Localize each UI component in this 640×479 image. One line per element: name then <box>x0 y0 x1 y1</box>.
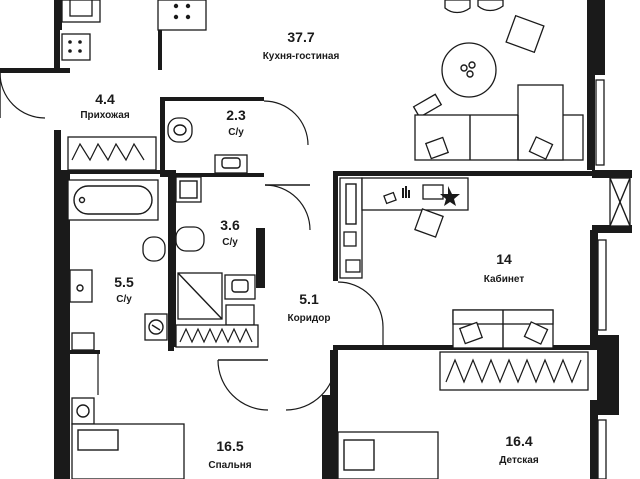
svg-text:Детская: Детская <box>499 455 539 466</box>
windows <box>595 79 631 479</box>
svg-text:Кухня-гостиная: Кухня-гостиная <box>263 51 340 62</box>
toilet-2-3 <box>167 100 309 174</box>
cabinet-furniture <box>339 177 554 349</box>
svg-text:Кабинет: Кабинет <box>484 273 525 285</box>
svg-text:5.5: 5.5 <box>114 274 134 290</box>
kitchen-furniture <box>61 0 584 161</box>
room-label-corridor: 5.1 Коридор <box>287 291 330 324</box>
room-label-children: 16.4 Детская <box>499 433 539 466</box>
bedroom-furniture <box>71 397 439 479</box>
room-label-bathroom-3-6: 3.6 С/у <box>220 217 240 248</box>
room-label-bathroom-5-5: 5.5 С/у <box>114 274 134 305</box>
svg-text:Прихожая: Прихожая <box>80 110 130 121</box>
svg-text:16.5: 16.5 <box>216 438 243 454</box>
room-label-bedroom: 16.5 Спальня <box>208 438 251 471</box>
svg-text:С/у: С/у <box>222 237 238 248</box>
svg-text:37.7: 37.7 <box>287 29 314 45</box>
svg-text:Коридор: Коридор <box>287 313 330 324</box>
svg-text:С/у: С/у <box>228 127 244 138</box>
svg-text:Спальня: Спальня <box>208 460 251 471</box>
room-labels: 37.7 Кухня-гостиная 4.4 Прихожая 2.3 С/у… <box>80 29 539 471</box>
svg-text:2.3: 2.3 <box>226 107 246 123</box>
svg-text:С/у: С/у <box>116 294 132 305</box>
room-label-hallway: 4.4 Прихожая <box>80 91 130 121</box>
room-label-kitchen-living: 37.7 Кухня-гостиная <box>263 29 340 62</box>
bath-3-6 <box>175 184 311 348</box>
corridor-doors <box>217 281 384 411</box>
svg-text:4.4: 4.4 <box>95 91 115 107</box>
hallway-furniture <box>0 72 157 171</box>
svg-text:14: 14 <box>496 251 512 267</box>
children-wardrobe <box>439 351 589 391</box>
svg-text:16.4: 16.4 <box>505 433 532 449</box>
bath-5-5 <box>67 176 202 395</box>
room-label-cabinet: 14 Кабинет <box>484 251 525 285</box>
svg-text:3.6: 3.6 <box>220 217 240 233</box>
room-label-toilet-small: 2.3 С/у <box>226 107 246 138</box>
svg-text:5.1: 5.1 <box>299 291 319 307</box>
